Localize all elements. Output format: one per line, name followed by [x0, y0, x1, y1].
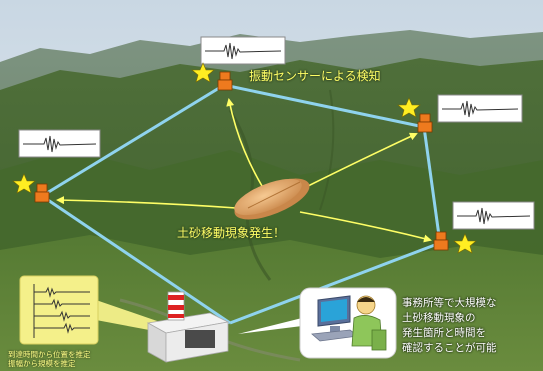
network-line-bottom-left: [41, 194, 231, 325]
sensor-node-right: [397, 97, 433, 133]
arrow-to-top-sensor: [226, 98, 263, 187]
seismogram-icon: [437, 94, 523, 123]
sensor-node-left: [12, 173, 50, 203]
office-caption-line-1: 事務所等で大規模な: [402, 297, 497, 309]
sensor-network-lines: [41, 83, 442, 325]
alert-star-icon: [453, 233, 477, 254]
seismogram-icon: [200, 36, 286, 65]
operator-pc-icon: [311, 295, 387, 351]
alert-star-icon: [12, 173, 36, 194]
sensor-detection-caption: 振動センサーによる検知: [249, 69, 381, 83]
network-line-right: [422, 126, 442, 244]
sensor-node-top: [191, 62, 233, 91]
alert-star-icon: [191, 62, 215, 83]
arrow-to-right-sensor: [299, 132, 418, 191]
vibration-sensor-icon: [217, 71, 233, 91]
office-caption-line-2: 土砂移動現象の: [402, 312, 476, 324]
station-waveform-panel: [19, 275, 160, 345]
network-line-bottom-right: [229, 241, 441, 325]
arrow-to-bottom-right-sensor: [299, 211, 432, 243]
propagation-arrows: [56, 98, 432, 243]
arrow-to-left-sensor: [56, 196, 237, 209]
vibration-sensor-icon: [433, 231, 449, 251]
landslide-event-caption: 土砂移動現象発生！: [177, 226, 286, 240]
vibration-sensor-icon: [34, 183, 50, 203]
alert-star-icon: [397, 97, 421, 118]
seismogram-icon: [18, 129, 101, 158]
office-caption-line-3: 発生箇所と時間を: [402, 327, 486, 339]
station-caption-line-2: 振幅から規模を推定: [8, 359, 76, 368]
station-caption: 到達時間から位置を推定 振幅から規模を推定: [8, 350, 91, 368]
office-caption: 事務所等で大規模な 土砂移動現象の 発生箇所と時間を 確認することが可能: [402, 296, 497, 356]
office-callout: [238, 287, 397, 359]
office-caption-line-4: 確認することが可能: [402, 342, 497, 354]
monitoring-station-icon: [146, 291, 230, 363]
network-line-left: [41, 83, 225, 198]
seismogram-icon: [452, 201, 535, 230]
network-line-top: [223, 83, 425, 129]
sensor-node-bottom-right: [433, 231, 477, 254]
vibration-sensor-icon: [417, 113, 433, 133]
station-caption-line-1: 到達時間から位置を推定: [8, 350, 91, 359]
landslide-icon: [234, 178, 310, 220]
